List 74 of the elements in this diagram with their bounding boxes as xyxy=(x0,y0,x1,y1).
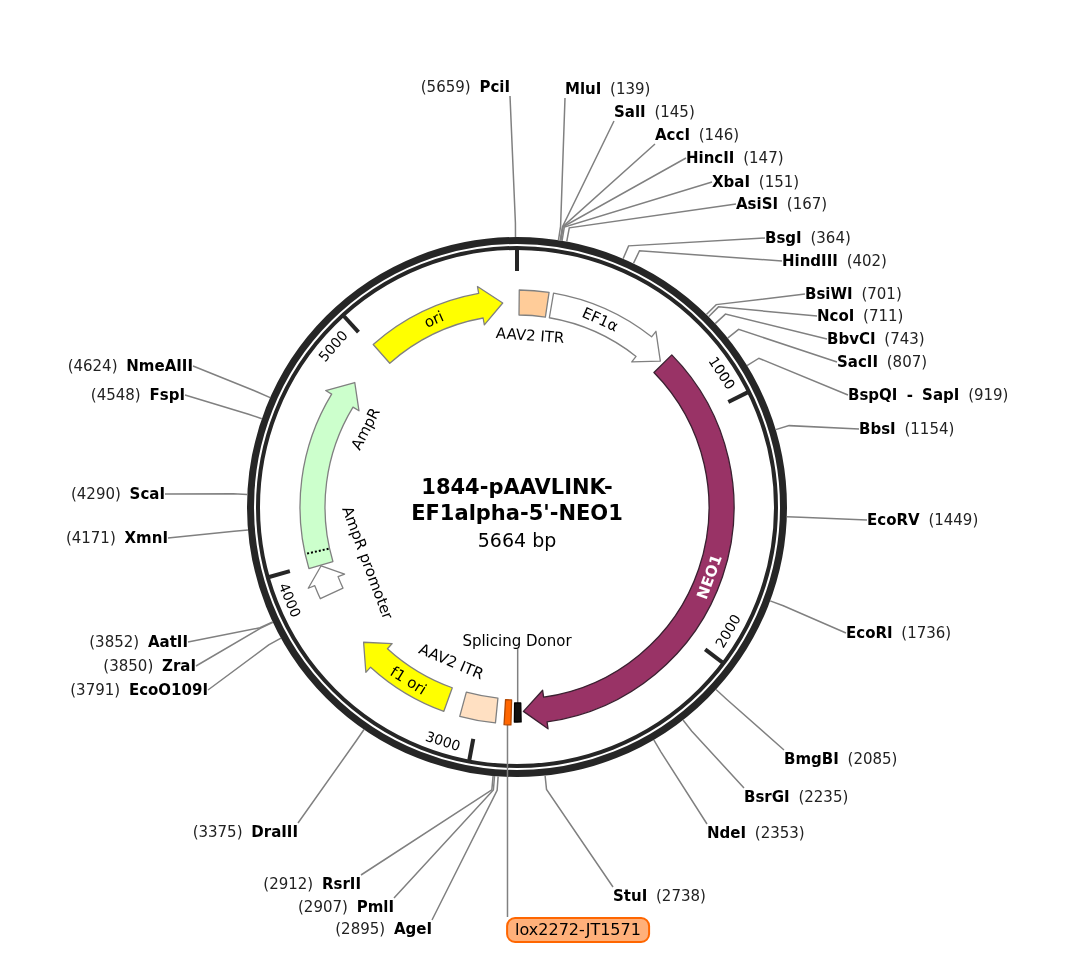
site-label: BmgBI (2085) xyxy=(784,750,898,768)
site-label: (3852) AatII xyxy=(89,633,188,651)
site-label: BsgI (364) xyxy=(765,229,851,247)
leader-line xyxy=(632,250,783,265)
feature-label: f1 ori xyxy=(387,664,429,698)
site-label: (2912) RsrII xyxy=(263,875,361,893)
leader-line xyxy=(726,328,838,363)
site-label: (4171) XmnI xyxy=(65,529,168,547)
site-label: BsiWI (701) xyxy=(805,285,902,303)
leader-line xyxy=(167,529,249,539)
tick-label: 4000 xyxy=(277,581,304,620)
leader-line xyxy=(786,516,868,521)
site-label: BbsI (1154) xyxy=(859,420,955,438)
site-label: BbvCI (743) xyxy=(827,330,925,348)
site-label: (3375) DraIII xyxy=(192,823,298,841)
site-label: NdeI (2353) xyxy=(707,824,805,842)
site-label: SalI (145) xyxy=(614,103,695,121)
site-label: (2895) AgeI xyxy=(335,920,432,938)
site-label: (2907) PmlI xyxy=(298,898,394,916)
site-label: StuI (2738) xyxy=(613,887,706,905)
leader-line xyxy=(653,739,708,825)
leader-line xyxy=(715,688,785,751)
feature-label: EF1α xyxy=(580,305,621,335)
plasmid-name: 1844-pAAVLINK-EF1alpha-5'-NEO1 xyxy=(410,474,624,526)
plasmid-size: 5664 bp xyxy=(477,530,557,550)
leader-line xyxy=(506,724,509,918)
site-label: EcoRV (1449) xyxy=(867,511,979,529)
leader-line xyxy=(557,97,566,241)
site-label: AsiSI (167) xyxy=(736,195,828,213)
leader-line xyxy=(714,313,828,340)
tick-label: 3000 xyxy=(424,728,463,753)
leader-line xyxy=(431,775,499,921)
leader-line xyxy=(393,775,496,899)
leader-line xyxy=(622,237,766,260)
leader-line xyxy=(187,621,274,643)
site-label: (3791) EcoO109I xyxy=(70,681,208,699)
leader-line xyxy=(516,647,519,704)
feature-tag: lox2272-JT1571 xyxy=(506,917,650,943)
feature-label: AAV2 ITR xyxy=(494,326,565,347)
leader-line xyxy=(682,719,745,789)
site-label: SacII (807) xyxy=(837,353,928,371)
site-label: AccI (146) xyxy=(655,126,740,144)
leader-line xyxy=(565,203,737,243)
site-label: XbaI (151) xyxy=(712,173,800,191)
site-label: (4624) NmeAIII xyxy=(67,357,193,375)
site-label: (5659) PciI xyxy=(420,78,510,96)
leader-line xyxy=(184,394,263,420)
leader-line xyxy=(164,493,249,496)
leader-line xyxy=(769,600,847,634)
site-label: MluI (139) xyxy=(565,80,651,98)
leader-line xyxy=(192,365,271,399)
leader-line xyxy=(746,357,849,396)
site-label: EcoRI (1736) xyxy=(846,624,952,642)
leader-line xyxy=(544,774,614,888)
site-label: BsrGI (2235) xyxy=(744,788,849,806)
leader-line xyxy=(705,293,806,316)
leader-line xyxy=(561,181,713,242)
leader-line xyxy=(360,775,494,876)
site-label: HincII (147) xyxy=(686,149,784,167)
leader-line xyxy=(509,95,517,238)
site-label: NcoI (711) xyxy=(817,307,904,325)
feature-label: ori xyxy=(421,308,446,331)
leader-line xyxy=(195,621,274,667)
leader-line xyxy=(560,157,687,242)
feature-label: Splicing Donor xyxy=(462,633,572,649)
site-label: HindIII (402) xyxy=(782,252,887,270)
leader-line xyxy=(707,306,818,318)
site-label: BspQI - SapI (919) xyxy=(848,386,1009,404)
leader-line xyxy=(207,637,282,691)
leader-line xyxy=(297,728,365,824)
site-label: (3850) ZraI xyxy=(103,657,196,675)
site-label: (4290) ScaI xyxy=(70,485,165,503)
leader-line xyxy=(774,424,860,431)
site-label: (4548) FspI xyxy=(90,386,185,404)
